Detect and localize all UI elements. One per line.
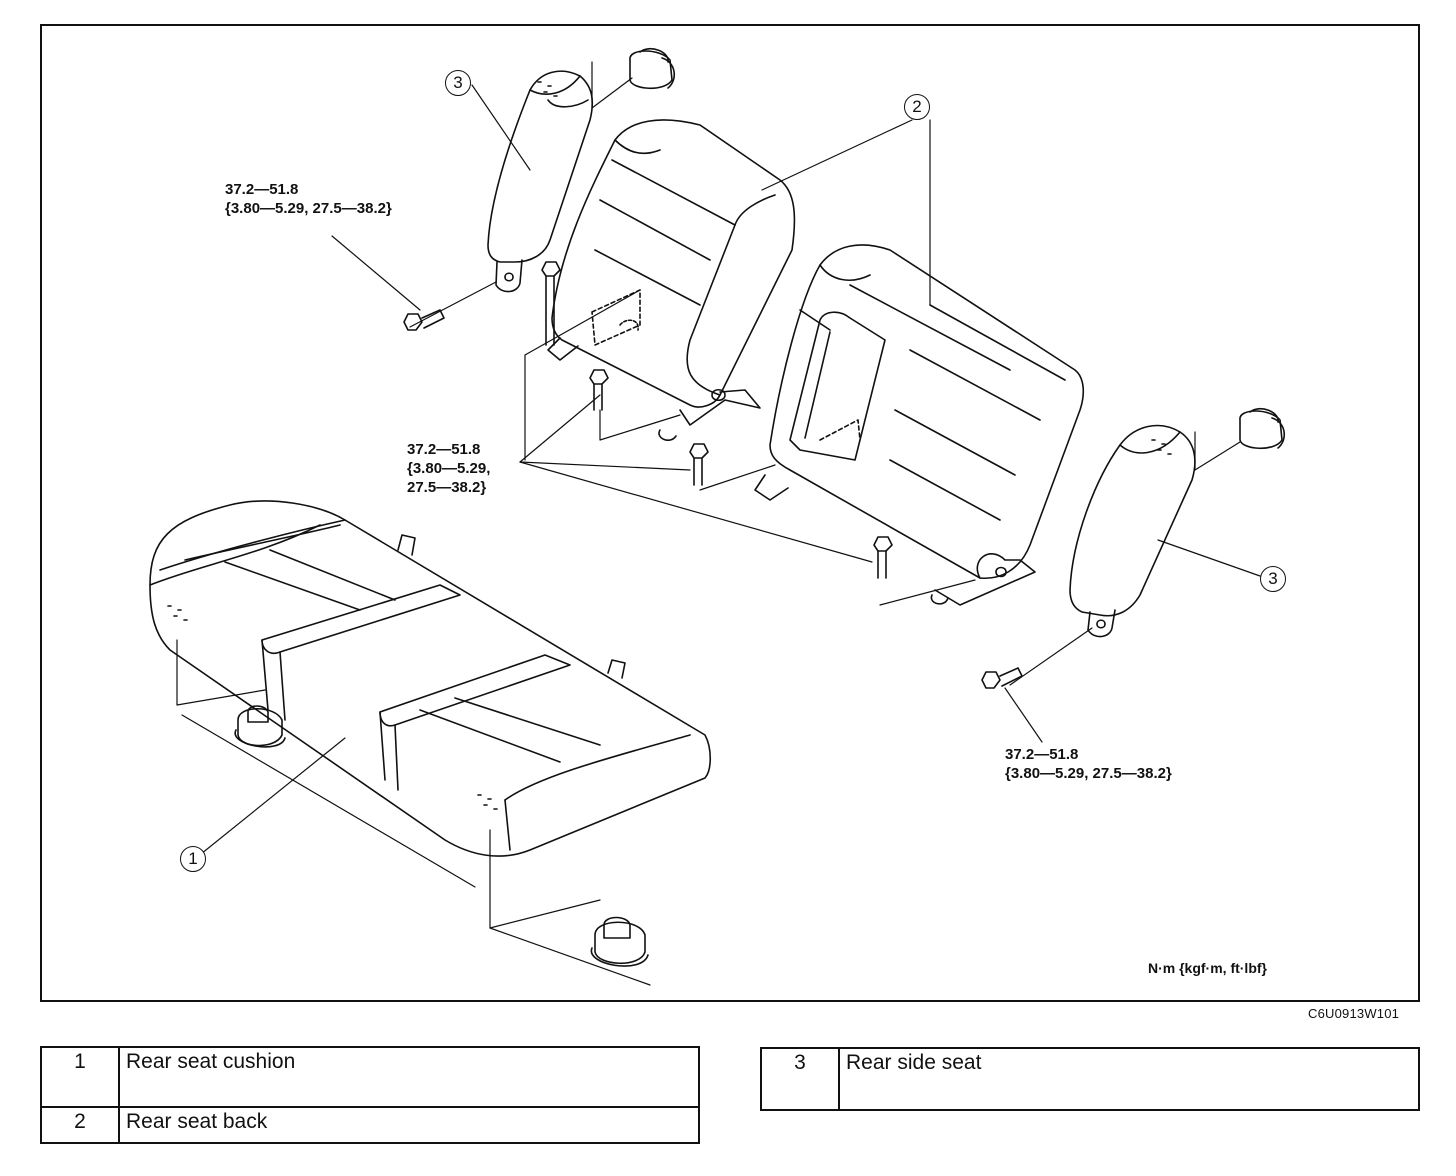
- side-seat-clip-right: [1239, 407, 1285, 450]
- cushion-clip-left: [234, 705, 286, 748]
- side-seat-right-bolt: [981, 667, 1023, 689]
- cushion-leader-lines: [176, 639, 651, 986]
- legend-label: Rear seat back: [118, 1106, 700, 1144]
- diagram-frame: [40, 24, 1420, 1002]
- legend-label: Rear seat cushion: [118, 1046, 700, 1108]
- cushion-clip-right: [590, 916, 649, 967]
- callout-3-left: 3: [445, 70, 471, 96]
- legend-number: 2: [40, 1106, 120, 1144]
- legend-row: 2 Rear seat back: [40, 1106, 700, 1144]
- side-seat-clip-left: [629, 47, 675, 90]
- torque-unit-note: N·m {kgf·m, ft·lbf}: [1148, 960, 1267, 976]
- legend-table-right: 3 Rear side seat: [760, 1047, 1420, 1111]
- legend-number: 1: [40, 1046, 120, 1108]
- rear-side-seat-right-drawing: [1069, 424, 1196, 638]
- legend-number: 3: [760, 1047, 840, 1111]
- torque-spec-seat-back: 37.2—51.8 {3.80—5.29, 27.5—38.2}: [407, 441, 491, 496]
- seat-back-bolts: [541, 261, 893, 579]
- callout-2: 2: [904, 94, 930, 120]
- side-seat-left-bolt: [403, 309, 445, 331]
- side-seat-left-leader-lines: [331, 61, 633, 328]
- legend-row: 3 Rear side seat: [760, 1047, 1420, 1111]
- callout-1: 1: [180, 846, 206, 872]
- figure-code: C6U0913W101: [1308, 1006, 1400, 1021]
- rear-seat-cushion-drawing: [149, 500, 712, 857]
- legend-table-left: 1 Rear seat cushion 2 Rear seat back: [40, 1046, 700, 1144]
- legend-row: 1 Rear seat cushion: [40, 1046, 700, 1108]
- torque-spec-side-seat-right: 37.2—51.8 {3.80—5.29, 27.5—38.2}: [1005, 746, 1172, 782]
- callout-3-right: 3: [1260, 566, 1286, 592]
- legend-label: Rear side seat: [838, 1047, 1420, 1111]
- torque-spec-side-seat-left: 37.2—51.8 {3.80—5.29, 27.5—38.2}: [225, 181, 392, 217]
- rear-seat-back-left-drawing: [547, 119, 796, 441]
- rear-seat-back-right-drawing: [754, 244, 1085, 606]
- seat-back-leader-lines: [519, 119, 976, 606]
- rear-side-seat-left-drawing: [487, 70, 594, 293]
- side-seat-right-leader-lines: [1004, 431, 1261, 743]
